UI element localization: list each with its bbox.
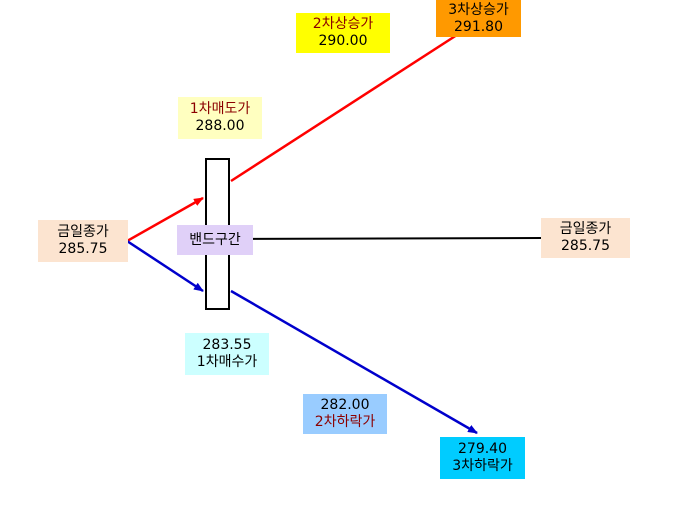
sell1-value: 288.00 — [195, 118, 245, 134]
up3-label: 3차상승가 — [448, 1, 509, 18]
sell1-box: 1차매도가 288.00 — [178, 97, 262, 139]
close-left-box: 금일종가 285.75 — [38, 220, 128, 262]
down-arrow-2 — [230, 289, 478, 435]
up3-value: 291.80 — [454, 18, 503, 35]
up-arrow-1 — [126, 196, 204, 243]
close-right-value: 285.75 — [561, 238, 610, 254]
buy1-label: 1차매수가 — [196, 354, 258, 370]
close-right-box: 금일종가 285.75 — [541, 218, 630, 258]
down2-box: 282.00 2차하락가 — [303, 394, 387, 434]
down2-value: 282.00 — [320, 397, 370, 413]
sell1-label: 1차매도가 — [189, 101, 251, 117]
up2-value: 290.00 — [318, 33, 368, 49]
buy1-box: 283.55 1차매수가 — [185, 333, 269, 375]
close-left-label: 금일종가 — [57, 224, 109, 240]
close-right-label: 금일종가 — [559, 221, 612, 237]
buy1-value: 283.55 — [202, 337, 252, 353]
flat-line — [229, 237, 543, 240]
close-left-value: 285.75 — [58, 241, 108, 257]
down3-box: 279.40 3차하락가 — [440, 437, 525, 479]
down-arrow-1 — [126, 239, 204, 293]
up2-box: 2차상승가 290.00 — [296, 13, 390, 53]
band-label-box: 밴드구간 — [177, 225, 253, 255]
up-arrow-2 — [230, 20, 478, 183]
up3-box: 3차상승가 291.80 — [436, 0, 521, 37]
band-label: 밴드구간 — [189, 231, 241, 248]
down2-label: 2차하락가 — [314, 414, 376, 430]
down3-value: 279.40 — [458, 441, 507, 457]
up2-label: 2차상승가 — [312, 16, 374, 32]
down3-label: 3차하락가 — [452, 458, 513, 474]
